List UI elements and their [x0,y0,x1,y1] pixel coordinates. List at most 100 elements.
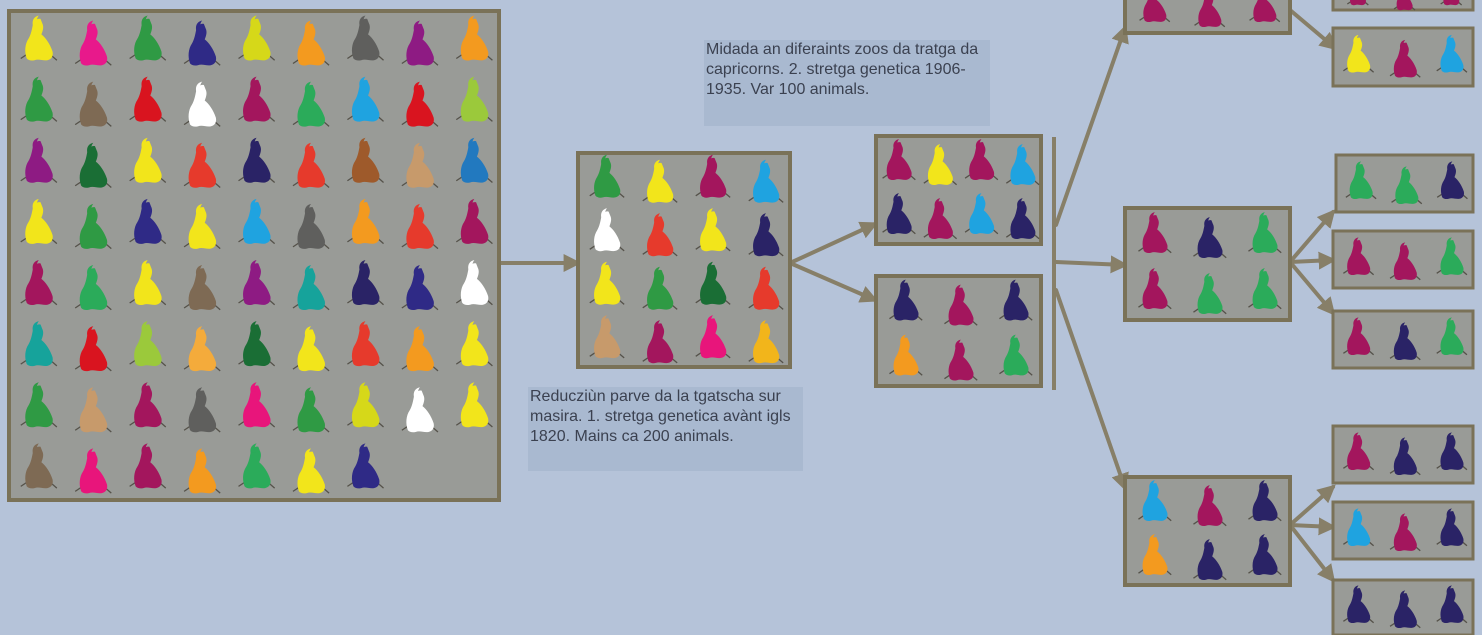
ibex [20,382,58,428]
ibex [642,159,678,203]
ibex [944,339,978,381]
ibex [1193,539,1227,581]
ibex [1391,166,1423,205]
ibex [1436,34,1468,73]
ibex [74,448,112,494]
ibex [74,203,112,250]
ibex [455,76,493,122]
ibex [183,203,221,250]
outlet-bottom-3-box [1331,578,1475,635]
arrow-to-zoo-bottom [1054,288,1129,492]
ibex [1248,480,1282,522]
ibex [238,382,276,428]
ibex [999,334,1033,376]
ibex [401,387,439,433]
ibex [882,139,916,181]
ibex [748,266,784,310]
ibex [1249,0,1281,23]
ibex [238,443,276,489]
ibex [347,259,384,306]
ibex [1389,590,1421,629]
ibex [1343,508,1375,547]
ibex [642,320,678,364]
ibex [748,320,784,364]
ibex [401,20,439,66]
ibex [1343,34,1375,73]
ibex [1389,437,1421,476]
ibex [455,259,493,306]
ibex [589,208,625,252]
ibex [238,76,276,122]
ibex [74,20,112,66]
ibex [999,279,1033,321]
ibex [695,154,731,198]
ibex [589,315,625,359]
ibex [455,198,493,245]
ibex [74,142,112,188]
ibex [1389,39,1421,78]
ibex [695,315,731,359]
ibex [183,81,221,127]
ibex [1139,0,1171,23]
ibex [1436,317,1468,356]
first-bottleneck-caption: Reducziùn parve da la tgatscha sur masir… [528,387,803,471]
arrow-zoo-middle-out-1 [1288,209,1336,264]
ibex [401,326,439,372]
ibex [74,326,112,372]
ibex [923,198,958,240]
ibex [889,279,923,321]
arrow-zoo-middle-out-3 [1288,260,1336,316]
ibex [347,443,384,489]
ibex [1345,161,1377,200]
ibex [238,259,276,306]
arrow-zoo-top-out-2 [1288,8,1338,51]
ibex [183,264,221,311]
ibex [292,81,330,127]
ibex [129,198,167,245]
ibex [589,154,625,198]
ibex [1343,432,1375,471]
ibex [455,382,493,428]
ibex [347,198,384,245]
ibex [347,137,384,183]
ibex [292,326,330,372]
zoo-bottom-box [1123,475,1292,587]
ibex [74,81,112,127]
ibex [944,284,978,326]
ibex [923,144,958,186]
ibex [238,321,276,367]
arrow-stage1-to-bottom [788,261,879,303]
ibex [292,142,330,188]
ibex [1005,144,1040,186]
ibex [589,261,625,305]
zoo-top-box [1123,0,1292,35]
ibex [642,213,678,257]
population-boxes [7,0,1475,635]
ibex [882,193,916,235]
ibex [1343,317,1375,356]
second-bottleneck-caption: Midada an diferaints zoos da tratga da c… [704,40,990,126]
ibex [129,15,167,61]
ibex [1138,268,1172,310]
ibex [129,321,167,367]
ibex [1346,0,1369,6]
ibex [1389,242,1421,281]
ibex [292,264,330,311]
ibex [1248,212,1282,254]
ibex [129,382,167,428]
ibex [347,321,384,367]
ibex [238,15,276,61]
ibex [695,261,731,305]
ibex [20,443,58,489]
ibex [183,142,221,188]
ibex [74,387,112,433]
ibex [1436,161,1468,200]
ibex [1138,534,1172,576]
ibex [964,139,999,181]
ibex [748,159,784,203]
zoo-middle-box [1123,206,1292,322]
outlet-middle-3-box [1331,309,1475,370]
second-stage-bottom-box [874,274,1043,388]
arrow-to-zoo-top [1054,24,1129,227]
